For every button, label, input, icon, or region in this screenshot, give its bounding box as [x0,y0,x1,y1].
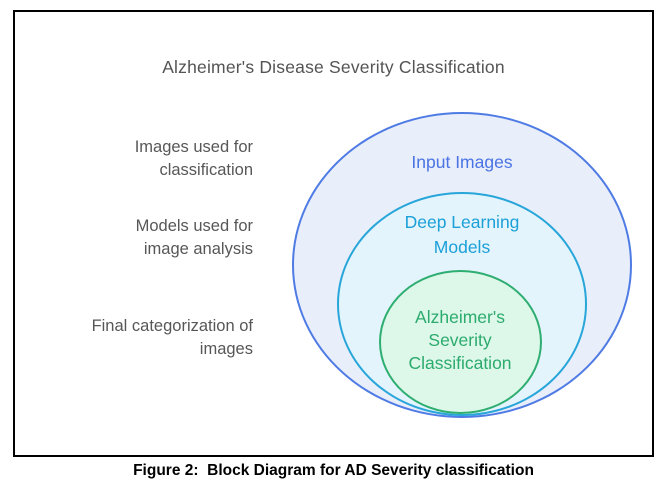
ring-label-input-images: Input Images [411,152,513,172]
ring-label-alzheimers-severity: Alzheimer's Severity Classification [408,307,512,373]
diagram-frame: Alzheimer's Disease Severity Classificat… [13,10,654,457]
side-label-final-categorization: Final categorization of images [91,317,253,358]
ellipse-alzheimers-severity [379,270,542,414]
side-label-models-used: Models used for image analysis [135,217,253,258]
figure-caption: Figure 2: Block Diagram for AD Severity … [133,462,534,479]
ring-label-deep-learning-models: Deep Learning Models [404,212,520,257]
diagram-title: Alzheimer's Disease Severity Classificat… [162,57,505,77]
side-label-images-used: Images used for classification [134,138,253,179]
